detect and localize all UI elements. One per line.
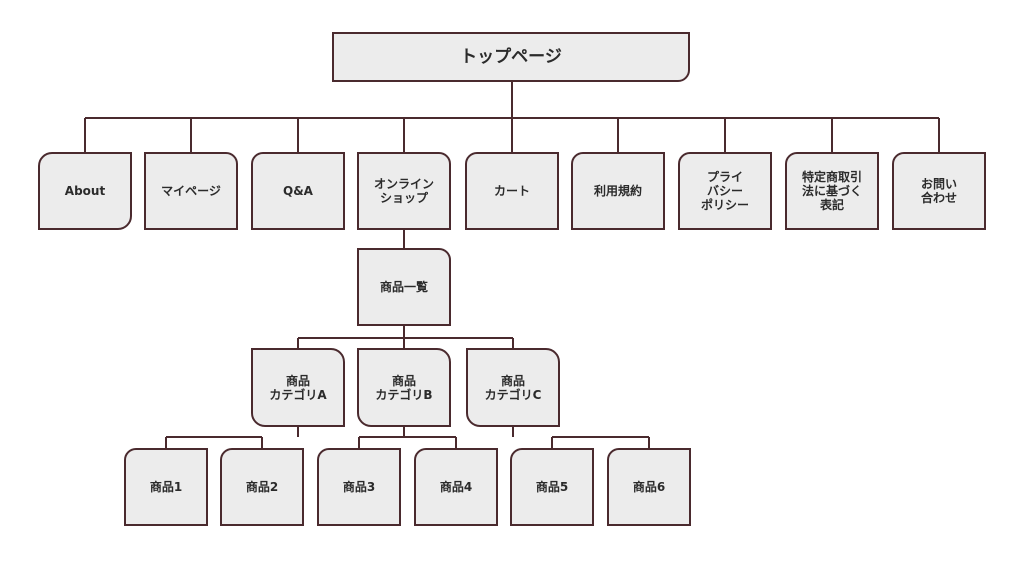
node-mypage[interactable]: マイページ [144, 152, 238, 230]
node-product-3[interactable]: 商品3 [317, 448, 401, 526]
node-category-a[interactable]: 商品 カテゴリA [251, 348, 345, 427]
node-online-shop[interactable]: オンライン ショップ [357, 152, 451, 230]
node-product-4[interactable]: 商品4 [414, 448, 498, 526]
node-contact[interactable]: お問い 合わせ [892, 152, 986, 230]
node-privacy-policy[interactable]: プライ バシー ポリシー [678, 152, 772, 230]
node-commercial-law[interactable]: 特定商取引 法に基づく 表記 [785, 152, 879, 230]
node-about[interactable]: About [38, 152, 132, 230]
node-category-c[interactable]: 商品 カテゴリC [466, 348, 560, 427]
node-product-list[interactable]: 商品一覧 [357, 248, 451, 326]
node-product-6[interactable]: 商品6 [607, 448, 691, 526]
node-product-5[interactable]: 商品5 [510, 448, 594, 526]
node-product-2[interactable]: 商品2 [220, 448, 304, 526]
node-top-page[interactable]: トップページ [332, 32, 690, 82]
node-product-1[interactable]: 商品1 [124, 448, 208, 526]
node-terms[interactable]: 利用規約 [571, 152, 665, 230]
node-qa[interactable]: Q&A [251, 152, 345, 230]
node-category-b[interactable]: 商品 カテゴリB [357, 348, 451, 427]
node-cart[interactable]: カート [465, 152, 559, 230]
